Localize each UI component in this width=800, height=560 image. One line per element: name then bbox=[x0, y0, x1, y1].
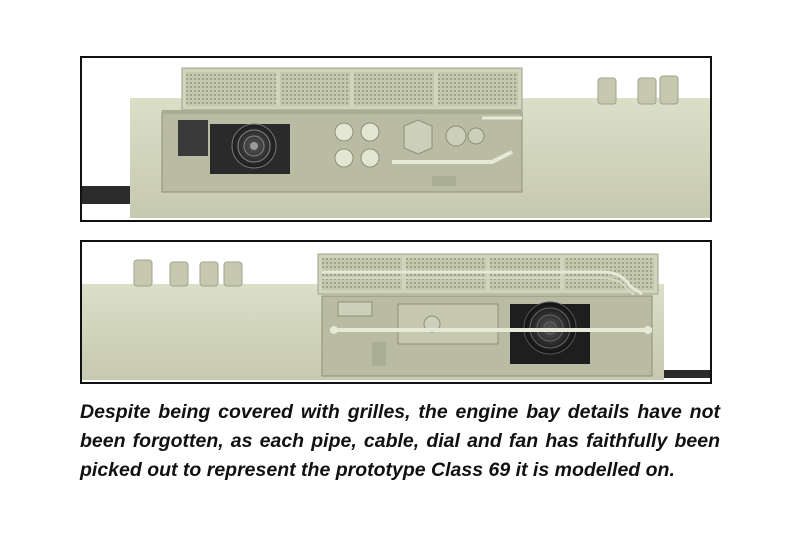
grille-panel bbox=[186, 72, 276, 106]
pipe bbox=[392, 150, 513, 164]
grille-panel bbox=[490, 258, 560, 290]
exhaust-stack bbox=[637, 77, 657, 105]
dial-icon bbox=[360, 148, 380, 168]
dial-icon bbox=[360, 122, 380, 142]
exhaust-stack bbox=[223, 261, 243, 287]
bay-rail bbox=[162, 110, 522, 114]
model-illustration-bottom bbox=[82, 253, 710, 380]
exhaust-stack bbox=[133, 259, 153, 287]
bay-recess bbox=[178, 120, 208, 156]
photo-engine-bay-side-1 bbox=[80, 56, 712, 222]
grille-panel bbox=[438, 72, 518, 106]
pipe-fitting bbox=[432, 176, 456, 186]
tank bbox=[403, 119, 433, 155]
grille-panel bbox=[280, 72, 350, 106]
pipe bbox=[322, 277, 639, 299]
exhaust-stack bbox=[199, 261, 219, 287]
exhaust-stack bbox=[597, 77, 617, 105]
bay-detail bbox=[397, 303, 499, 345]
grille-panel bbox=[322, 258, 402, 290]
grille-panel bbox=[354, 72, 434, 106]
photo-caption: Despite being covered with grilles, the … bbox=[80, 401, 720, 481]
grille-panel bbox=[406, 258, 486, 290]
pipe-fitting bbox=[372, 342, 386, 366]
pipe bbox=[322, 270, 643, 296]
dial-icon bbox=[334, 148, 354, 168]
photo-engine-bay-side-2 bbox=[80, 240, 712, 384]
exhaust-stack bbox=[169, 261, 189, 287]
model-illustration-top bbox=[82, 67, 710, 218]
dial-icon bbox=[334, 122, 354, 142]
exhaust-stack bbox=[659, 75, 679, 105]
bay-detail bbox=[337, 301, 373, 317]
cab-end bbox=[664, 308, 710, 370]
